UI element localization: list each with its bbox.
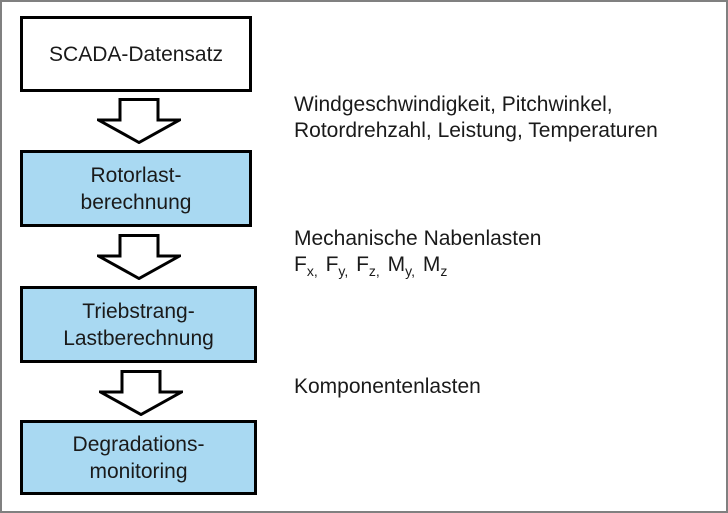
formula-term: Mz bbox=[422, 253, 448, 280]
term-sub: x, bbox=[306, 263, 318, 280]
annotation-komponentenlasten: Komponentenlasten bbox=[294, 374, 481, 400]
term-base: F bbox=[356, 253, 369, 276]
down-arrow-icon bbox=[97, 98, 181, 144]
term-base: M bbox=[387, 253, 406, 276]
down-arrow-icon bbox=[97, 234, 181, 280]
box-label-line: SCADA-Datensatz bbox=[49, 42, 223, 66]
box-label-line: Rotorlast- bbox=[90, 163, 182, 187]
term-base: F bbox=[294, 253, 307, 276]
annotation-line: Komponentenlasten bbox=[294, 375, 481, 398]
flow-box-degradationsmonitoring: Degradations- monitoring bbox=[20, 420, 257, 495]
flow-box-rotorlastberechnung: Rotorlast- berechnung bbox=[20, 150, 252, 227]
term-sub: y, bbox=[338, 263, 349, 280]
formula-term: Fx, bbox=[294, 253, 318, 280]
flow-box-triebstrang-lastberechnung: Triebstrang- Lastberechnung bbox=[20, 286, 257, 363]
annotation-line: Windgeschwindigkeit, Pitchwinkel, bbox=[294, 93, 613, 116]
down-arrow-icon bbox=[99, 370, 183, 416]
box-label-line: Lastberechnung bbox=[63, 326, 214, 350]
annotation-line: Rotordrehzahl, Leistung, Temperaturen bbox=[294, 119, 658, 142]
flow-box-scada-datensatz: SCADA-Datensatz bbox=[20, 16, 252, 92]
annotation-nabenlasten: Mechanische Nabenlasten Fx, Fy, Fz, My, … bbox=[294, 226, 542, 278]
formula-term: Fy, bbox=[325, 253, 349, 280]
term-sub: y, bbox=[405, 263, 416, 280]
term-base: M bbox=[422, 253, 441, 276]
box-label-line: Triebstrang- bbox=[82, 299, 195, 323]
term-base: F bbox=[325, 253, 339, 276]
term-sub: z, bbox=[368, 263, 380, 280]
annotation-line: Mechanische Nabenlasten bbox=[294, 227, 542, 250]
box-label-line: Degradations- bbox=[72, 432, 205, 456]
box-label-line: berechnung bbox=[80, 190, 192, 214]
annotation-scada-signals: Windgeschwindigkeit, Pitchwinkel, Rotord… bbox=[294, 92, 658, 144]
nabenlasten-formula: Fx, Fy, Fz, My, Mz bbox=[294, 252, 542, 278]
formula-term: My, bbox=[387, 253, 416, 280]
term-sub: z bbox=[440, 263, 448, 280]
formula-term: Fz, bbox=[356, 253, 380, 280]
box-label-line: monitoring bbox=[89, 459, 188, 483]
